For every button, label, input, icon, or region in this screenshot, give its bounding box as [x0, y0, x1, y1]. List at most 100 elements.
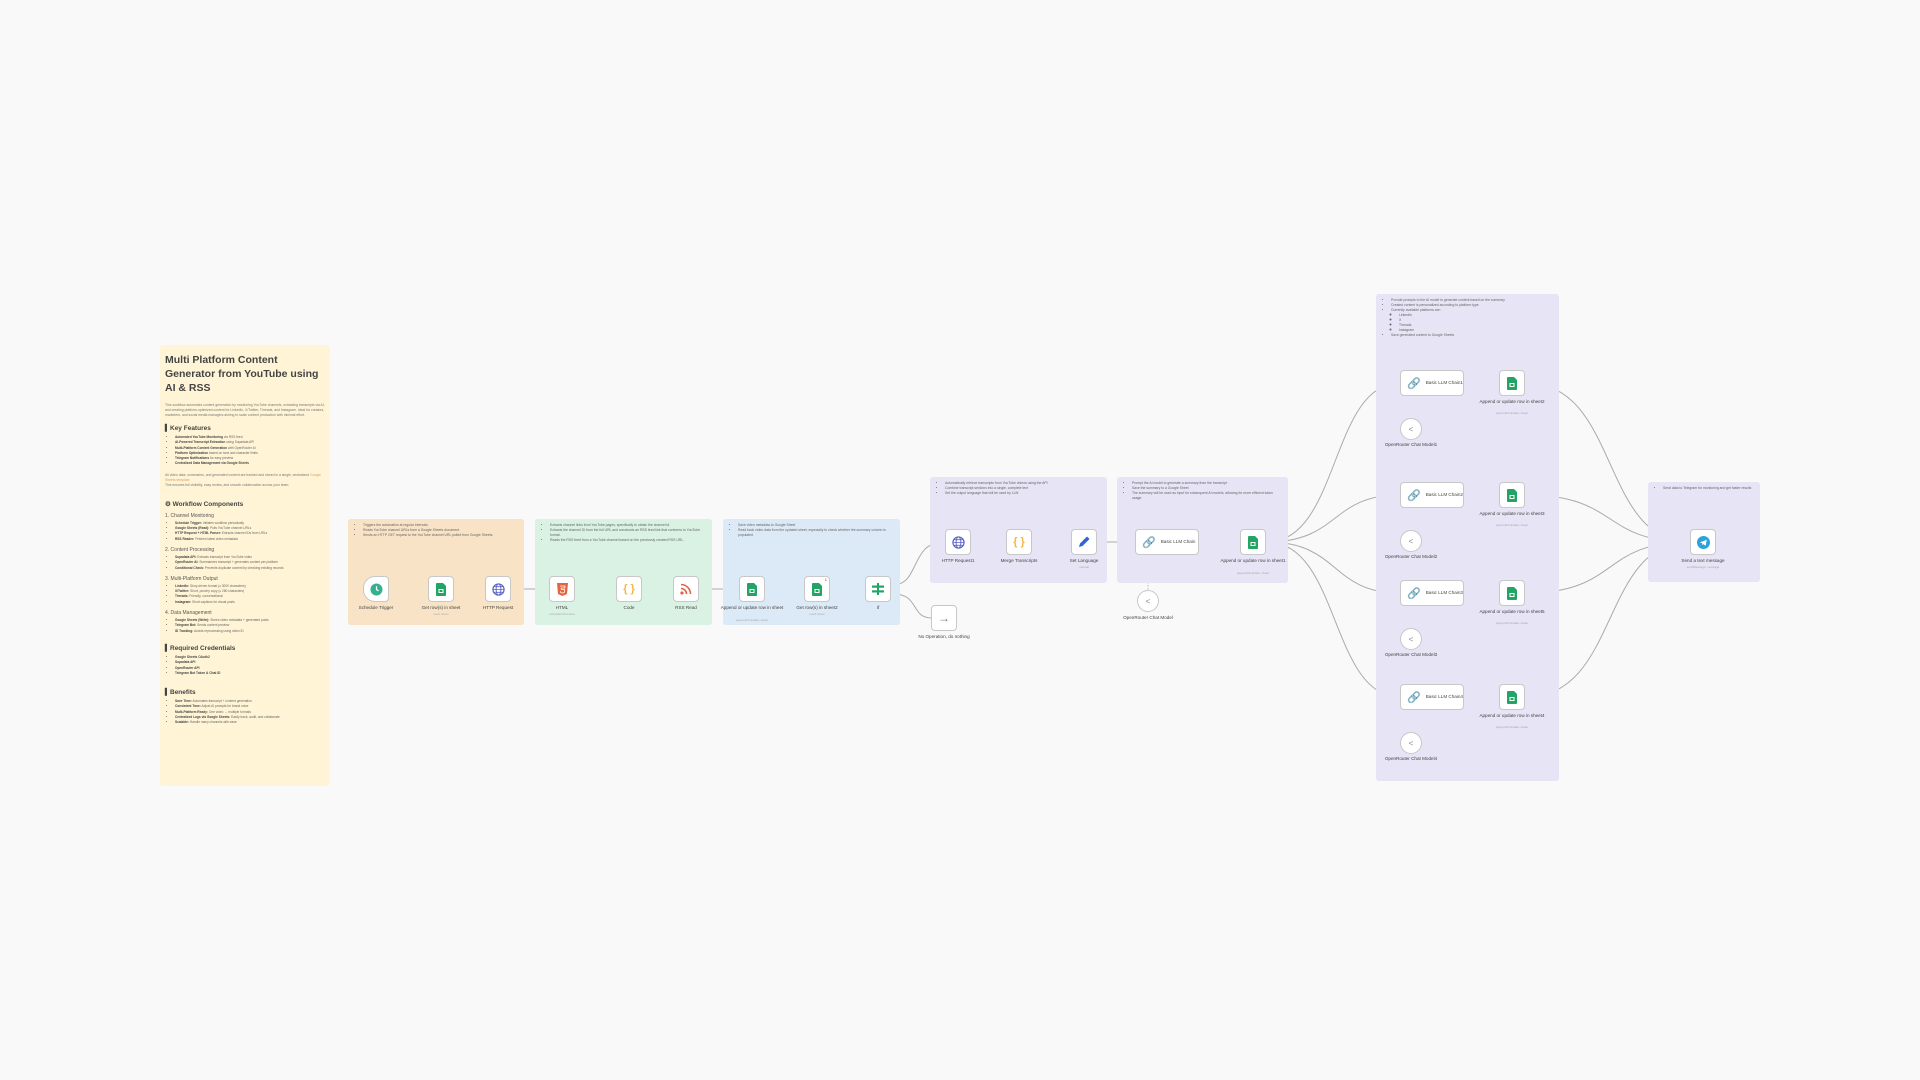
node-label: Send a text message: [1681, 558, 1725, 563]
node-label: Append or update row in sheet4: [1479, 713, 1545, 718]
list-item: Supadata API: Extracts transcript from Y…: [175, 555, 325, 560]
node-append-row-sheet1[interactable]: [1240, 529, 1266, 555]
node-append-row-sheet2[interactable]: [1499, 370, 1525, 396]
list-item: Centralized Data Management via Google S…: [175, 461, 325, 466]
openrouter-icon: <: [1408, 424, 1414, 434]
google-sheets-icon: [436, 582, 446, 596]
node-code[interactable]: { }: [616, 576, 642, 602]
google-sheets-icon: [1507, 690, 1517, 704]
node-openrouter-chat-model4[interactable]: <: [1400, 732, 1422, 754]
node-schedule-trigger[interactable]: [363, 576, 389, 602]
node-label: Append or update row in sheet3: [1479, 511, 1545, 516]
google-sheets-icon: [1507, 376, 1517, 390]
sticky-note-rss-build[interactable]: Extracts channel links from YouTube page…: [535, 519, 712, 625]
node-label: HTTP Request1: [941, 558, 975, 563]
key-features-list: Automated YouTube Monitoring via RSS fee…: [165, 435, 325, 467]
node-label: No Operation, do nothing: [918, 634, 970, 639]
list-item: Multi-Platform Ready: One video → multip…: [175, 710, 325, 715]
list-item: AI-Powered Transcript Extraction using S…: [175, 440, 325, 445]
node-label: Append or update row in sheet: [720, 605, 784, 610]
list-item: Threads: Friendly, conversational: [175, 594, 325, 599]
node-append-row-sheet[interactable]: [739, 576, 765, 602]
node-label: Code: [623, 605, 635, 610]
list-item: Platform Optimization based on tone and …: [175, 451, 325, 456]
node-subtitle: appendOrUpdate: sheet: [735, 618, 769, 622]
node-append-row-sheet5[interactable]: [1499, 580, 1525, 606]
node-label: Append or update row in sheet5: [1479, 609, 1545, 614]
component-heading: 2. Content Processing: [165, 546, 215, 553]
clock-icon: [369, 582, 383, 596]
node-label: If: [876, 605, 880, 610]
node-basic-llm-chain2[interactable]: 🔗Basic LLM Chain2: [1400, 482, 1464, 508]
list-item: Telegram Notifications for easy preview: [175, 456, 325, 461]
node-openrouter-chat-model3[interactable]: <: [1400, 628, 1422, 650]
telegram-icon: [1696, 535, 1710, 549]
component-heading: 4. Data Management: [165, 610, 212, 617]
node-html[interactable]: [549, 576, 575, 602]
node-label: OpenRouter Chat Model4: [1384, 756, 1438, 761]
node-label: Set Language: [1069, 558, 1099, 563]
link-chain-icon: 🔗: [1407, 587, 1421, 600]
node-label: HTML: [555, 605, 569, 610]
node-openrouter-chat-model[interactable]: <: [1137, 590, 1159, 612]
node-if[interactable]: [865, 576, 891, 602]
node-label: HTTP Request: [482, 605, 514, 610]
node-label: OpenRouter Chat Model: [1123, 615, 1173, 620]
node-subtitle: appendOrUpdate: sheet: [1495, 523, 1529, 527]
braces-icon: { }: [623, 583, 635, 595]
node-subtitle: appendOrUpdate: sheet: [1495, 621, 1529, 625]
sticky-note-channel-input[interactable]: Triggers the automation at regular inter…: [348, 519, 524, 625]
list-item: Scalable: Handle many channels with ease: [175, 720, 325, 725]
list-item: Google Sheets OAuth2: [175, 655, 325, 660]
sticky-note-main[interactable]: Multi Platform Content Generator from Yo…: [160, 345, 330, 786]
node-openrouter-chat-model1[interactable]: <: [1400, 418, 1422, 440]
list-item: OpenRouter AI: Summarizes transcript + g…: [175, 560, 325, 565]
list-item: Supadata API: [175, 660, 325, 665]
node-merge-transcripts[interactable]: { }: [1006, 529, 1032, 555]
google-sheets-template-link[interactable]: Google Sheets template: [165, 472, 321, 482]
rss-icon: [680, 583, 692, 595]
globe-icon: [491, 582, 505, 596]
list-item: LinkedIn: Story-driven format (≤ 3000 ch…: [175, 584, 325, 589]
node-basic-llm-chain[interactable]: 🔗 Basic LLM Chain: [1135, 529, 1199, 555]
google-sheets-icon: [1507, 586, 1517, 600]
node-label: Schedule Trigger: [358, 605, 394, 610]
google-sheets-icon: [1248, 535, 1258, 549]
link-chain-icon: 🔗: [1142, 536, 1156, 549]
node-set-language[interactable]: [1071, 529, 1097, 555]
node-subtitle: manual: [1079, 565, 1089, 569]
google-sheets-icon: [812, 582, 822, 596]
node-basic-llm-chain4[interactable]: 🔗Basic LLM Chain4: [1400, 684, 1464, 710]
list-item: RSS Reader: Fetches latest video metadat…: [175, 537, 325, 542]
node-basic-llm-chain3[interactable]: 🔗Basic LLM Chain3: [1400, 580, 1464, 606]
link-chain-icon: 🔗: [1407, 489, 1421, 502]
node-http-request1[interactable]: [945, 529, 971, 555]
item-count-badge: 1: [824, 577, 827, 582]
node-label: RSS Read: [675, 605, 697, 610]
node-label: OpenRouter Chat Model1: [1384, 442, 1438, 447]
node-openrouter-chat-model2[interactable]: <: [1400, 530, 1422, 552]
list-item: Google Sheets (Write): Stores video meta…: [175, 618, 325, 623]
node-subtitle: appendOrUpdate: sheet: [1236, 571, 1270, 575]
list-item: OpenRouter API: [175, 666, 325, 671]
workflow-title: Multi Platform Content Generator from Yo…: [165, 354, 319, 394]
node-label: Merge Transcripts: [1000, 558, 1038, 563]
list-item: Save Time: Automates transcript + conten…: [175, 699, 325, 704]
node-append-row-sheet3[interactable]: [1499, 482, 1525, 508]
benefits-heading: ▍Benefits: [165, 689, 196, 697]
node-no-operation[interactable]: →: [931, 605, 957, 631]
google-sheets-icon: [1507, 488, 1517, 502]
sticky-note-save-metadata[interactable]: Save video metadata to Google SheetRead …: [723, 519, 900, 625]
node-append-row-sheet4[interactable]: [1499, 684, 1525, 710]
component-heading: 1. Channel Monitoring: [165, 512, 214, 519]
node-send-telegram-message[interactable]: [1690, 529, 1716, 555]
node-label: Append or update row in sheet1: [1220, 558, 1286, 563]
intro-text: This workflow automates content generati…: [165, 403, 325, 417]
node-get-rows-sheet[interactable]: [428, 576, 454, 602]
node-get-rows-sheet2[interactable]: 1: [804, 576, 830, 602]
node-rss-read[interactable]: [673, 576, 699, 602]
node-http-request[interactable]: [485, 576, 511, 602]
data-note: All video data, summaries, and generated…: [165, 472, 321, 487]
link-chain-icon: 🔗: [1407, 377, 1421, 390]
node-basic-llm-chain1[interactable]: 🔗Basic LLM Chain1: [1400, 370, 1464, 396]
